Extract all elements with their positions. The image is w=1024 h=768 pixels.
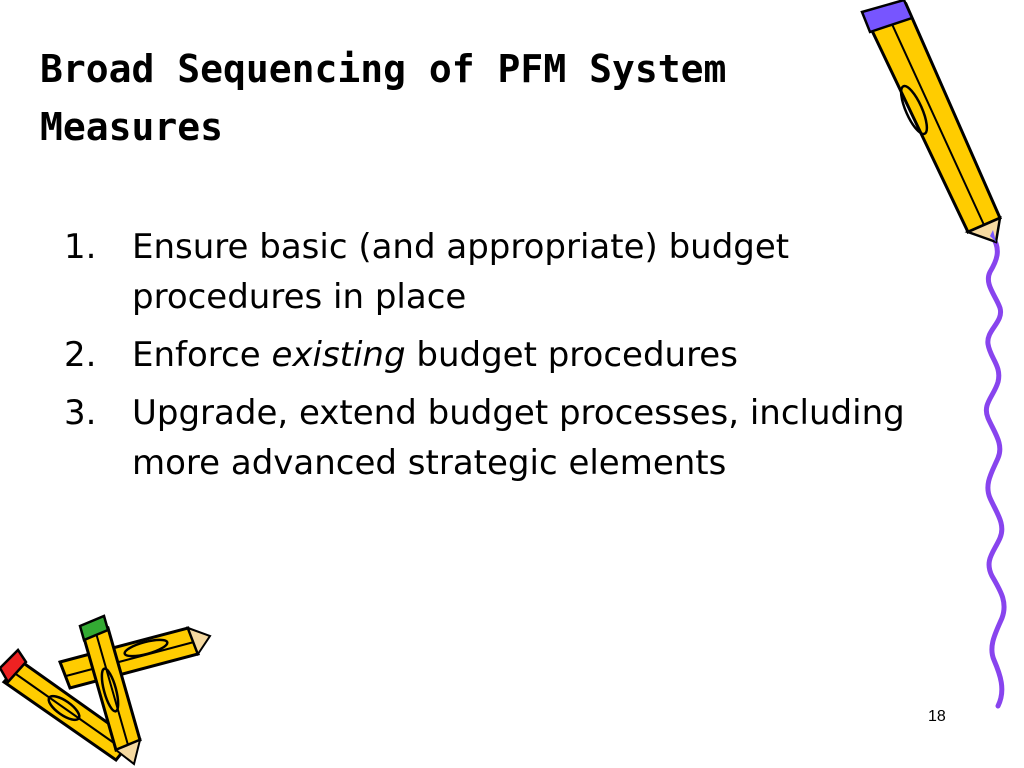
slide-title: Broad Sequencing of PFM System Measures: [40, 40, 900, 156]
list-item-text: Enforce existing budget procedures: [132, 335, 738, 375]
list-item-emphasis: existing: [271, 335, 406, 375]
list-item: 2. Enforce existing budget procedures: [64, 330, 964, 380]
measures-list: 1. Ensure basic (and appropriate) budget…: [64, 222, 964, 496]
list-item-text: Upgrade, extend budget processes, includ…: [132, 393, 905, 483]
title-line-2: Measures: [40, 105, 224, 149]
pencil-squiggle-line: [983, 233, 1007, 709]
pencil-top-right-icon: [860, 0, 1002, 244]
list-item-text-pre: Enforce: [132, 335, 272, 375]
list-item: 3. Upgrade, extend budget processes, inc…: [64, 388, 964, 488]
list-item-number: 3.: [64, 393, 97, 433]
title-line-1: Broad Sequencing of PFM System: [40, 47, 727, 91]
list-item-number: 2.: [64, 335, 97, 375]
list-item-text-post: budget procedures: [405, 335, 738, 375]
list-item-text: Ensure basic (and appropriate) budget pr…: [132, 227, 790, 317]
list-item: 1. Ensure basic (and appropriate) budget…: [64, 222, 964, 322]
list-item-number: 1.: [64, 227, 97, 267]
pencils-bottom-left-icon: [0, 614, 212, 766]
page-number: 18: [928, 708, 946, 725]
